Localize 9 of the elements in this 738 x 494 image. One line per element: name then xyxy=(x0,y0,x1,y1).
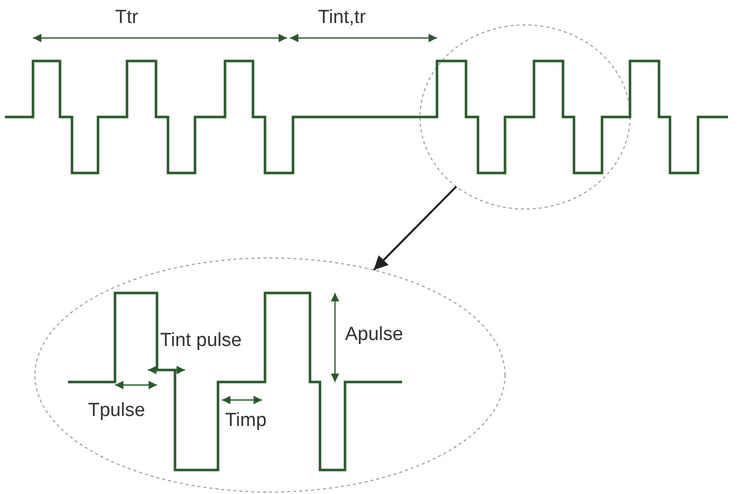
zoom-ellipse xyxy=(419,24,631,210)
arrow xyxy=(373,186,457,271)
dimension-label: Tint pulse xyxy=(160,331,242,352)
dimension-label: Tint,tr xyxy=(318,8,366,29)
dimension-label: Tpulse xyxy=(88,401,146,422)
dimension-label: Timp xyxy=(225,411,267,432)
zoom-ellipse xyxy=(34,257,506,493)
dimension-label: Ttr xyxy=(115,8,138,29)
dimension-label: Apulse xyxy=(345,325,404,346)
